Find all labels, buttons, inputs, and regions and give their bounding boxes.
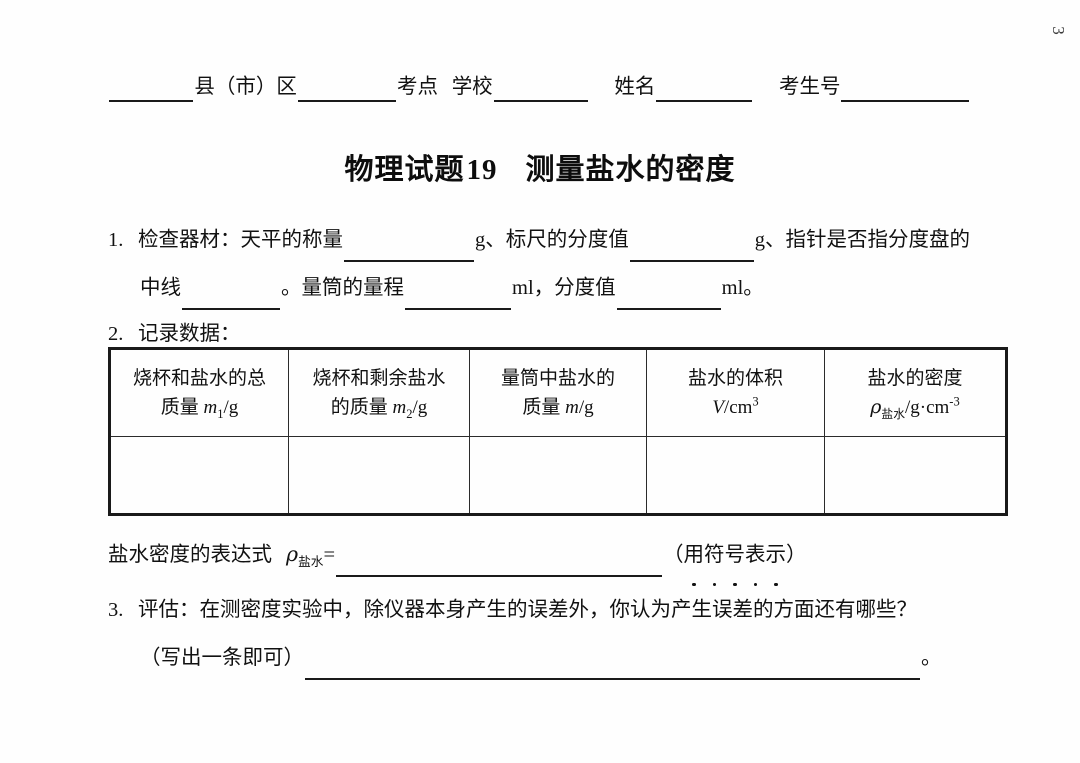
header-5-unit-exponent: -3 <box>949 394 960 409</box>
question-1-unit-1: g、标尺的分度值 <box>475 229 629 251</box>
county-label: 县（市）区 <box>194 76 297 98</box>
header-4-line-2: V/cm3 <box>650 393 821 422</box>
header-4-symbol: V <box>712 397 724 418</box>
question-1-text-c: 。量筒的量程 <box>281 277 404 299</box>
header-1-line-1: 烧杯和盐水的总 <box>132 368 266 389</box>
expression-note: 用符号表示 <box>683 533 787 586</box>
question-1-text-a: 检查器材：天平的称量 <box>138 229 343 251</box>
table-header-cell-2: 烧杯和剩余盐水 的质量 m2/g <box>288 348 470 437</box>
title-subject: 测量盐水的密度 <box>525 154 736 186</box>
header-3-symbol: m <box>565 397 579 418</box>
data-recording-table: 烧杯和盐水的总 质量 m1/g 烧杯和剩余盐水 的质量 m2/g 量筒中盐水的 … <box>108 347 1008 516</box>
header-2-text: 的质量 <box>330 397 393 418</box>
school-label: 学校 <box>451 76 493 98</box>
question-3-number: 3. <box>108 599 124 621</box>
county-blank[interactable] <box>109 82 194 102</box>
expression-equals: = <box>323 544 336 566</box>
question-3-line-2: （写出一条即可） 。 <box>108 636 942 680</box>
expression-label: 盐水密度的表达式 <box>108 544 272 566</box>
header-1-symbol: m <box>203 397 218 418</box>
expression-symbol: ρ <box>286 542 299 566</box>
table-cell-m2[interactable] <box>288 436 470 515</box>
table-header-cell-1: 烧杯和盐水的总 质量 m1/g <box>109 348 289 437</box>
question-3-line-1: 3. 评估：在测密度实验中，除仪器本身产生的误差外，你认为产生误差的方面还有哪些？ <box>108 588 917 632</box>
question-3-answer-blank[interactable] <box>305 660 920 680</box>
cylinder-range-blank[interactable] <box>405 290 511 310</box>
expression-note-close: ） <box>786 544 807 566</box>
header-3-unit: /g <box>578 397 594 418</box>
title-prefix: 物理试题 <box>344 154 465 186</box>
weighing-capacity-blank[interactable] <box>344 242 474 262</box>
table-header-cell-5: 盐水的密度 ρ盐水/g·cm-3 <box>824 348 1007 437</box>
page-title: 物理试题19 测量盐水的密度 <box>0 146 1080 188</box>
question-3-period: 。 <box>921 647 942 669</box>
header-5-unit: /g·cm <box>904 397 950 418</box>
pointer-midline-blank[interactable] <box>182 290 280 310</box>
table-cell-rho[interactable] <box>824 436 1007 515</box>
expression-note-open: （ <box>663 544 684 566</box>
table-body <box>109 436 1007 515</box>
question-2-line-1: 2. 记录数据： <box>108 312 241 356</box>
school-blank[interactable] <box>493 82 588 102</box>
header-2-unit: /g <box>412 397 428 418</box>
page-number: 3 <box>1048 26 1068 35</box>
question-1-line-1: 1. 检查器材：天平的称量 g、标尺的分度值 g、指针是否指分度盘的 <box>108 218 970 262</box>
question-2-text: 记录数据： <box>138 323 241 345</box>
exam-number-label: 考生号 <box>778 76 841 98</box>
table-cell-v[interactable] <box>646 436 825 515</box>
header-4-unit: /cm <box>723 397 753 418</box>
header-2-line-1: 烧杯和剩余盐水 <box>312 368 446 389</box>
header-1-text: 质量 <box>160 397 204 418</box>
name-blank[interactable] <box>656 82 753 102</box>
question-3-hint: （写出一条即可） <box>140 647 304 669</box>
scale-division-blank[interactable] <box>629 242 754 262</box>
exam-site-label: 考点 <box>396 76 438 98</box>
expression-subscript: 盐水 <box>298 555 324 570</box>
header-1-unit: /g <box>223 397 239 418</box>
header-3-line-1: 量筒中盐水的 <box>500 368 615 389</box>
question-1-unit-4: ml。 <box>721 277 764 299</box>
header-4-unit-exponent: 3 <box>752 394 759 409</box>
table-cell-m[interactable] <box>469 436 647 515</box>
header-2-subscript: 2 <box>406 406 413 421</box>
district-blank[interactable] <box>297 82 396 102</box>
title-number: 19 <box>466 154 498 186</box>
expression-answer-blank[interactable] <box>336 557 663 577</box>
header-3-line-2: 质量 m/g <box>473 393 643 422</box>
question-2-number: 2. <box>108 323 124 345</box>
table-row <box>109 436 1007 515</box>
header-5-line-1: 盐水的密度 <box>867 368 963 389</box>
header-2-symbol: m <box>392 397 407 418</box>
header-5-line-2: ρ盐水/g·cm-3 <box>828 393 1002 422</box>
exam-number-blank[interactable] <box>841 82 969 102</box>
table-header: 烧杯和盐水的总 质量 m1/g 烧杯和剩余盐水 的质量 m2/g 量筒中盐水的 … <box>109 348 1007 437</box>
name-label: 姓名 <box>614 76 656 98</box>
cylinder-division-blank[interactable] <box>616 290 721 310</box>
header-5-subscript: 盐水 <box>881 407 905 421</box>
header-5-symbol: ρ <box>870 396 882 418</box>
expression-note-text: 用符号表示 <box>683 544 787 566</box>
table-header-cell-3: 量筒中盐水的 质量 m/g <box>469 348 647 437</box>
table-header-cell-4: 盐水的体积 V/cm3 <box>646 348 825 437</box>
header-2-line-2: 的质量 m2/g <box>292 393 466 422</box>
header-3-text: 质量 <box>522 397 566 418</box>
question-1-unit-2: g、指针是否指分度盘的 <box>754 229 970 251</box>
header-1-subscript: 1 <box>217 406 224 421</box>
header-4-line-1: 盐水的体积 <box>687 368 783 389</box>
question-1-unit-3: ml，分度值 <box>512 277 616 299</box>
table-cell-m1[interactable] <box>109 436 289 515</box>
emphasis-dots-icon <box>684 582 787 586</box>
table-header-row: 烧杯和盐水的总 质量 m1/g 烧杯和剩余盐水 的质量 m2/g 量筒中盐水的 … <box>109 348 1007 437</box>
question-3-text: 评估：在测密度实验中，除仪器本身产生的误差外，你认为产生误差的方面还有哪些？ <box>138 599 917 621</box>
header-1-line-2: 质量 m1/g <box>114 393 285 422</box>
exam-header: 县（市）区 考点学校 姓名 考生号 <box>108 72 970 102</box>
question-1-line-2: 中线 。量筒的量程 ml，分度值 ml。 <box>108 266 764 310</box>
question-1-text-b: 中线 <box>140 277 181 299</box>
density-expression-line: 盐水密度的表达式 ρ盐水= （用符号表示） <box>108 532 807 586</box>
question-1-number: 1. <box>108 229 124 251</box>
